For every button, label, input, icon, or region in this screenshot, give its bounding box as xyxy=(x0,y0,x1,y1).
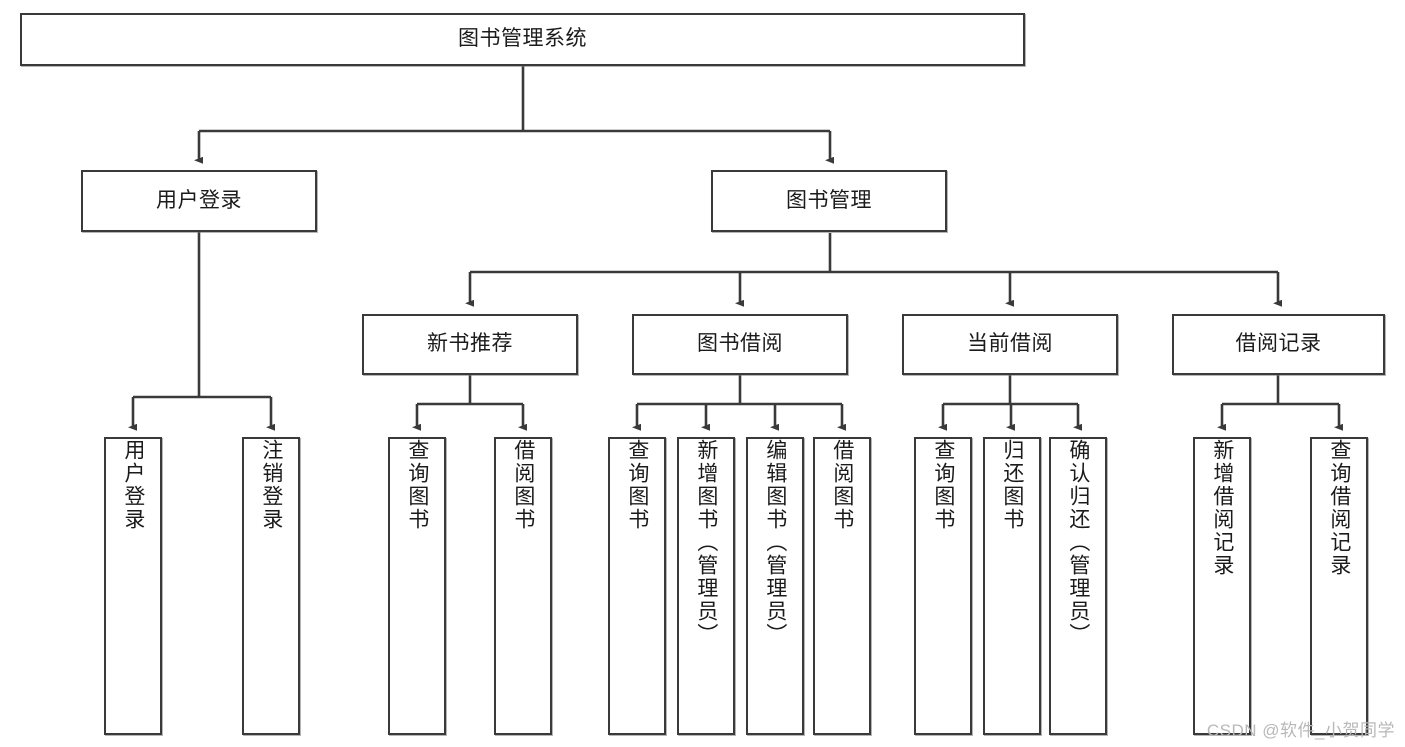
node-label: 新增图书（管理员） xyxy=(694,439,718,646)
node-leaf-query-book-borrow[interactable]: 查询图书 xyxy=(608,437,666,735)
csdn-watermark: CSDN @软件_小贺同学 xyxy=(1206,721,1395,740)
node-label: 图书管理系统 xyxy=(458,27,587,51)
node-label: 当前借阅 xyxy=(967,332,1053,356)
node-label: 新增借阅记录 xyxy=(1210,439,1234,577)
node-label: 编辑图书（管理员） xyxy=(763,439,787,646)
node-book-management[interactable]: 图书管理 xyxy=(711,170,947,232)
node-leaf-confirm-return-admin[interactable]: 确认归还（管理员） xyxy=(1049,437,1107,735)
node-leaf-query-borrow-record[interactable]: 查询借阅记录 xyxy=(1310,437,1368,735)
node-label: 注销登录 xyxy=(259,439,283,531)
node-label: 借阅记录 xyxy=(1235,332,1322,356)
node-leaf-query-book-new[interactable]: 查询图书 xyxy=(388,437,446,735)
node-label: 图书管理 xyxy=(786,188,872,212)
node-new-book-recommend[interactable]: 新书推荐 xyxy=(362,314,578,375)
node-leaf-user-login[interactable]: 用户登录 xyxy=(104,437,162,735)
node-borrow-record[interactable]: 借阅记录 xyxy=(1172,314,1385,375)
node-label: 借阅图书 xyxy=(511,439,535,531)
node-label: 新书推荐 xyxy=(427,332,513,356)
node-leaf-add-borrow-record[interactable]: 新增借阅记录 xyxy=(1193,437,1251,735)
node-leaf-borrow-book[interactable]: 借阅图书 xyxy=(813,437,871,735)
node-leaf-borrow-book-new[interactable]: 借阅图书 xyxy=(494,437,552,735)
node-label: 确认归还（管理员） xyxy=(1066,439,1090,646)
node-label: 查询图书 xyxy=(931,439,955,531)
node-label: 归还图书 xyxy=(1000,439,1024,531)
node-user-login[interactable]: 用户登录 xyxy=(81,170,317,232)
node-leaf-edit-book-admin[interactable]: 编辑图书（管理员） xyxy=(746,437,804,735)
node-book-borrow[interactable]: 图书借阅 xyxy=(632,314,848,375)
node-leaf-return-book[interactable]: 归还图书 xyxy=(983,437,1041,735)
node-label: 用户登录 xyxy=(156,188,242,212)
node-label: 查询图书 xyxy=(405,439,429,531)
node-label: 图书借阅 xyxy=(697,332,783,356)
node-leaf-add-book-admin[interactable]: 新增图书（管理员） xyxy=(677,437,735,735)
node-label: 查询借阅记录 xyxy=(1327,439,1351,577)
node-label: 查询图书 xyxy=(625,439,649,531)
node-current-borrow[interactable]: 当前借阅 xyxy=(902,314,1118,375)
node-leaf-logout[interactable]: 注销登录 xyxy=(242,437,300,735)
node-leaf-query-book-current[interactable]: 查询图书 xyxy=(914,437,972,735)
node-root-library-system[interactable]: 图书管理系统 xyxy=(20,13,1025,66)
node-label: 借阅图书 xyxy=(830,439,854,531)
node-label: 用户登录 xyxy=(121,439,145,531)
